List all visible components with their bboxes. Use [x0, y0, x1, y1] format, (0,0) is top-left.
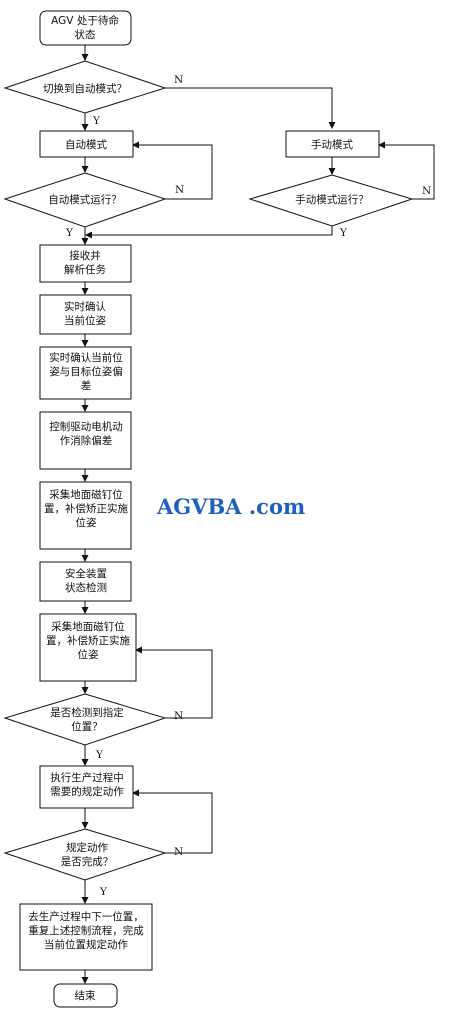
collect-magnet-line: 采集地面磁钉位 [51, 620, 125, 633]
collect-magnet-line: 采集地面磁钉位 [49, 488, 123, 501]
manual-running-line: 手动模式运行？ [295, 193, 369, 206]
start-node [39, 10, 132, 46]
reached-position-line: 位置？ [71, 720, 103, 733]
control-motor-line: 控制驱动电机动 [49, 420, 123, 433]
confirm-deviation-line: 差 [81, 379, 92, 392]
auto-mode-line: 自动模式 [65, 138, 107, 151]
receive-task-text: 接收并解析任务 [64, 249, 106, 276]
safety-check-line: 安全装置 [65, 567, 107, 580]
confirm-deviation-box [39, 346, 132, 400]
manual-running-text: 手动模式运行？ [295, 193, 369, 206]
confirm-pose-box [39, 294, 132, 335]
start-node-text: AGV 处于待命状态 [51, 14, 119, 41]
manual-mode-box [285, 130, 380, 158]
start-node-line: AGV 处于待命 [51, 14, 119, 27]
confirm-pose-text: 实时确认当前位姿 [64, 300, 106, 327]
auto-mode-box [39, 130, 134, 158]
confirm-deviation-line: 姿与目标位姿偏 [49, 365, 123, 378]
receive-task-line: 接收并 [69, 249, 101, 262]
collect-magnet-line: 位姿 [76, 516, 97, 529]
connector-lines [81, 45, 435, 984]
next-position-line: 当前位置规定动作 [44, 938, 128, 951]
no-label: N [422, 185, 431, 197]
confirm-deviation-text: 实时确认当前位姿与目标位姿偏差 [49, 351, 123, 392]
safety-check-box [39, 561, 132, 602]
collect-magnet-line: 置，补偿矫正实施 [46, 634, 130, 647]
no-label: N [174, 710, 183, 722]
safety-check-line: 状态检测 [65, 581, 107, 594]
execute-action-line: 需要的规定动作 [50, 785, 124, 798]
yes-label: Y [92, 115, 101, 127]
watermark-text: AGVBA .com [156, 494, 305, 519]
reached-position-text: 是否检测到指定位置？ [50, 706, 124, 733]
yes-label: Y [95, 749, 104, 761]
end-node-line: 结束 [75, 989, 96, 1002]
auto-running-text: 自动模式运行？ [48, 193, 122, 206]
switch-auto-text: 切换到自动模式？ [43, 82, 127, 95]
next-position-box [19, 903, 153, 971]
manual-mode-text: 手动模式 [311, 138, 353, 151]
auto-running-line: 自动模式运行？ [48, 193, 122, 206]
manual-running-decision [248, 174, 414, 227]
collect-magnet-text-1: 采集地面磁钉位置，补偿矫正实施位姿 [44, 488, 128, 529]
action-done-line: 规定动作 [66, 841, 108, 854]
confirm-deviation-line: 实时确认当前位 [49, 351, 123, 364]
execute-action-box [39, 765, 134, 809]
next-position-line: 去生产过程中下一位置， [28, 910, 144, 923]
confirm-pose-line: 当前位姿 [64, 314, 106, 327]
collect-magnet-line: 位姿 [78, 648, 99, 661]
auto-running-decision [3, 172, 167, 228]
auto-mode-text: 自动模式 [65, 138, 107, 151]
switch-auto-line: 切换到自动模式？ [43, 82, 127, 95]
yes-label: Y [99, 886, 108, 898]
yes-label: Y [339, 227, 348, 239]
no-label: N [174, 846, 183, 858]
no-label: N [174, 74, 183, 86]
reached-position-decision [3, 693, 167, 746]
control-motor-text: 控制驱动电机动作消除偏差 [49, 420, 123, 447]
action-done-line: 是否完成？ [61, 855, 114, 868]
execute-action-line: 执行生产过程中 [50, 771, 124, 784]
collect-magnet-box-2 [39, 613, 137, 682]
receive-task-line: 解析任务 [64, 263, 106, 276]
next-position-text: 去生产过程中下一位置，重复上述控制流程，完成当前位置规定动作 [28, 910, 144, 951]
collect-magnet-text-2: 采集地面磁钉位置，补偿矫正实施位姿 [46, 620, 130, 661]
action-done-decision [3, 828, 167, 881]
safety-check-text: 安全装置状态检测 [65, 567, 107, 594]
collect-magnet-line: 置，补偿矫正实施 [44, 502, 128, 515]
action-done-text: 规定动作是否完成？ [61, 841, 114, 868]
no-label: N [175, 184, 184, 196]
next-position-line: 重复上述控制流程，完成 [28, 924, 144, 937]
end-node [53, 983, 118, 1008]
switch-auto-decision [3, 60, 167, 114]
collect-magnet-box-1 [39, 481, 132, 550]
control-motor-box [39, 411, 132, 470]
reached-position-line: 是否检测到指定 [50, 706, 124, 719]
end-node-text: 结束 [75, 989, 96, 1002]
receive-task-box [39, 244, 132, 283]
confirm-pose-line: 实时确认 [64, 300, 106, 313]
execute-action-text: 执行生产过程中需要的规定动作 [50, 771, 124, 798]
manual-mode-line: 手动模式 [311, 138, 353, 151]
control-motor-line: 作消除偏差 [60, 434, 113, 447]
start-node-line: 状态 [75, 28, 96, 41]
yes-label: Y [65, 227, 74, 239]
